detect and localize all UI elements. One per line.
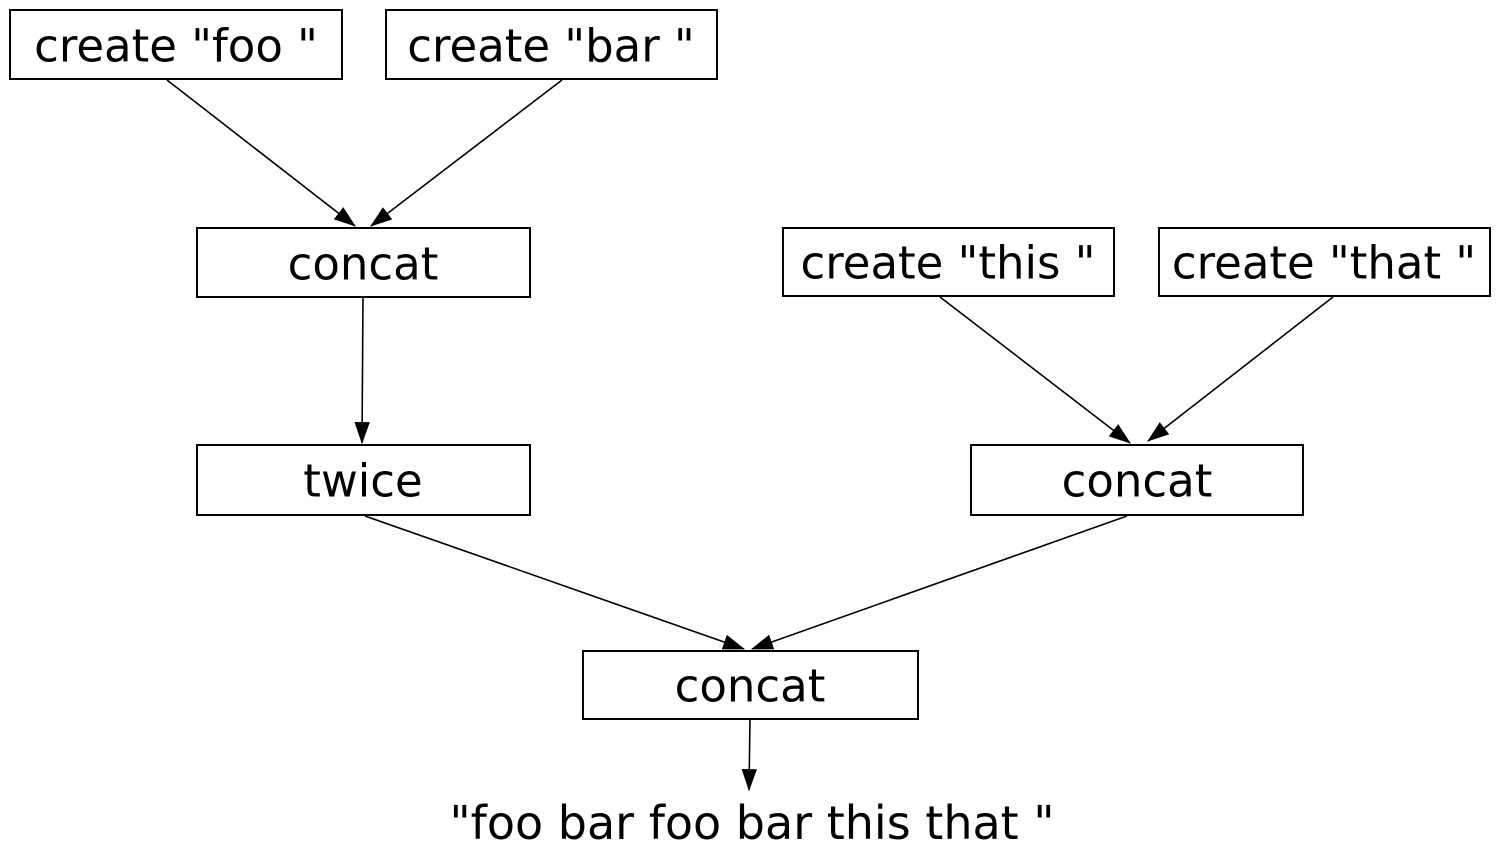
node-concat-right-box: [970, 444, 1304, 516]
node-create-that-box: [1158, 227, 1491, 297]
node-concat-final-box: [582, 650, 919, 720]
node-create-foo-label: create "foo ": [34, 20, 318, 73]
node-concat-right-label: concat: [1062, 455, 1213, 508]
node-create-that-label: create "that ": [1172, 237, 1476, 290]
edge-concat-final-to-result: [741, 718, 757, 792]
edge-create-bar-to-concat-left: [370, 79, 563, 227]
node-group: create "foo " create "bar " concat creat…: [9, 9, 1491, 720]
edge-concat-left-to-twice: [354, 296, 370, 445]
edge-create-foo-to-concat-left: [166, 79, 356, 227]
node-concat-final-label: concat: [675, 660, 826, 713]
edge-group: [166, 79, 1334, 792]
result-text: "foo bar foo bar this that ": [450, 796, 1055, 849]
node-create-this-box: [782, 227, 1115, 297]
node-create-this-label: create "this ": [801, 237, 1096, 290]
node-twice-box: [196, 444, 531, 516]
edge-concat-right-to-concat-final: [750, 515, 1128, 650]
node-create-foo-box: [9, 9, 343, 80]
node-concat-left-box: [196, 227, 531, 298]
node-create-bar-label: create "bar ": [407, 20, 695, 73]
node-twice-label: twice: [303, 455, 422, 508]
edge-create-that-to-concat-right: [1147, 296, 1334, 442]
edge-create-this-to-concat-right: [939, 296, 1131, 444]
node-create-bar-box: [385, 9, 718, 80]
edge-twice-to-concat-final: [364, 515, 746, 650]
node-concat-left-label: concat: [288, 238, 439, 291]
